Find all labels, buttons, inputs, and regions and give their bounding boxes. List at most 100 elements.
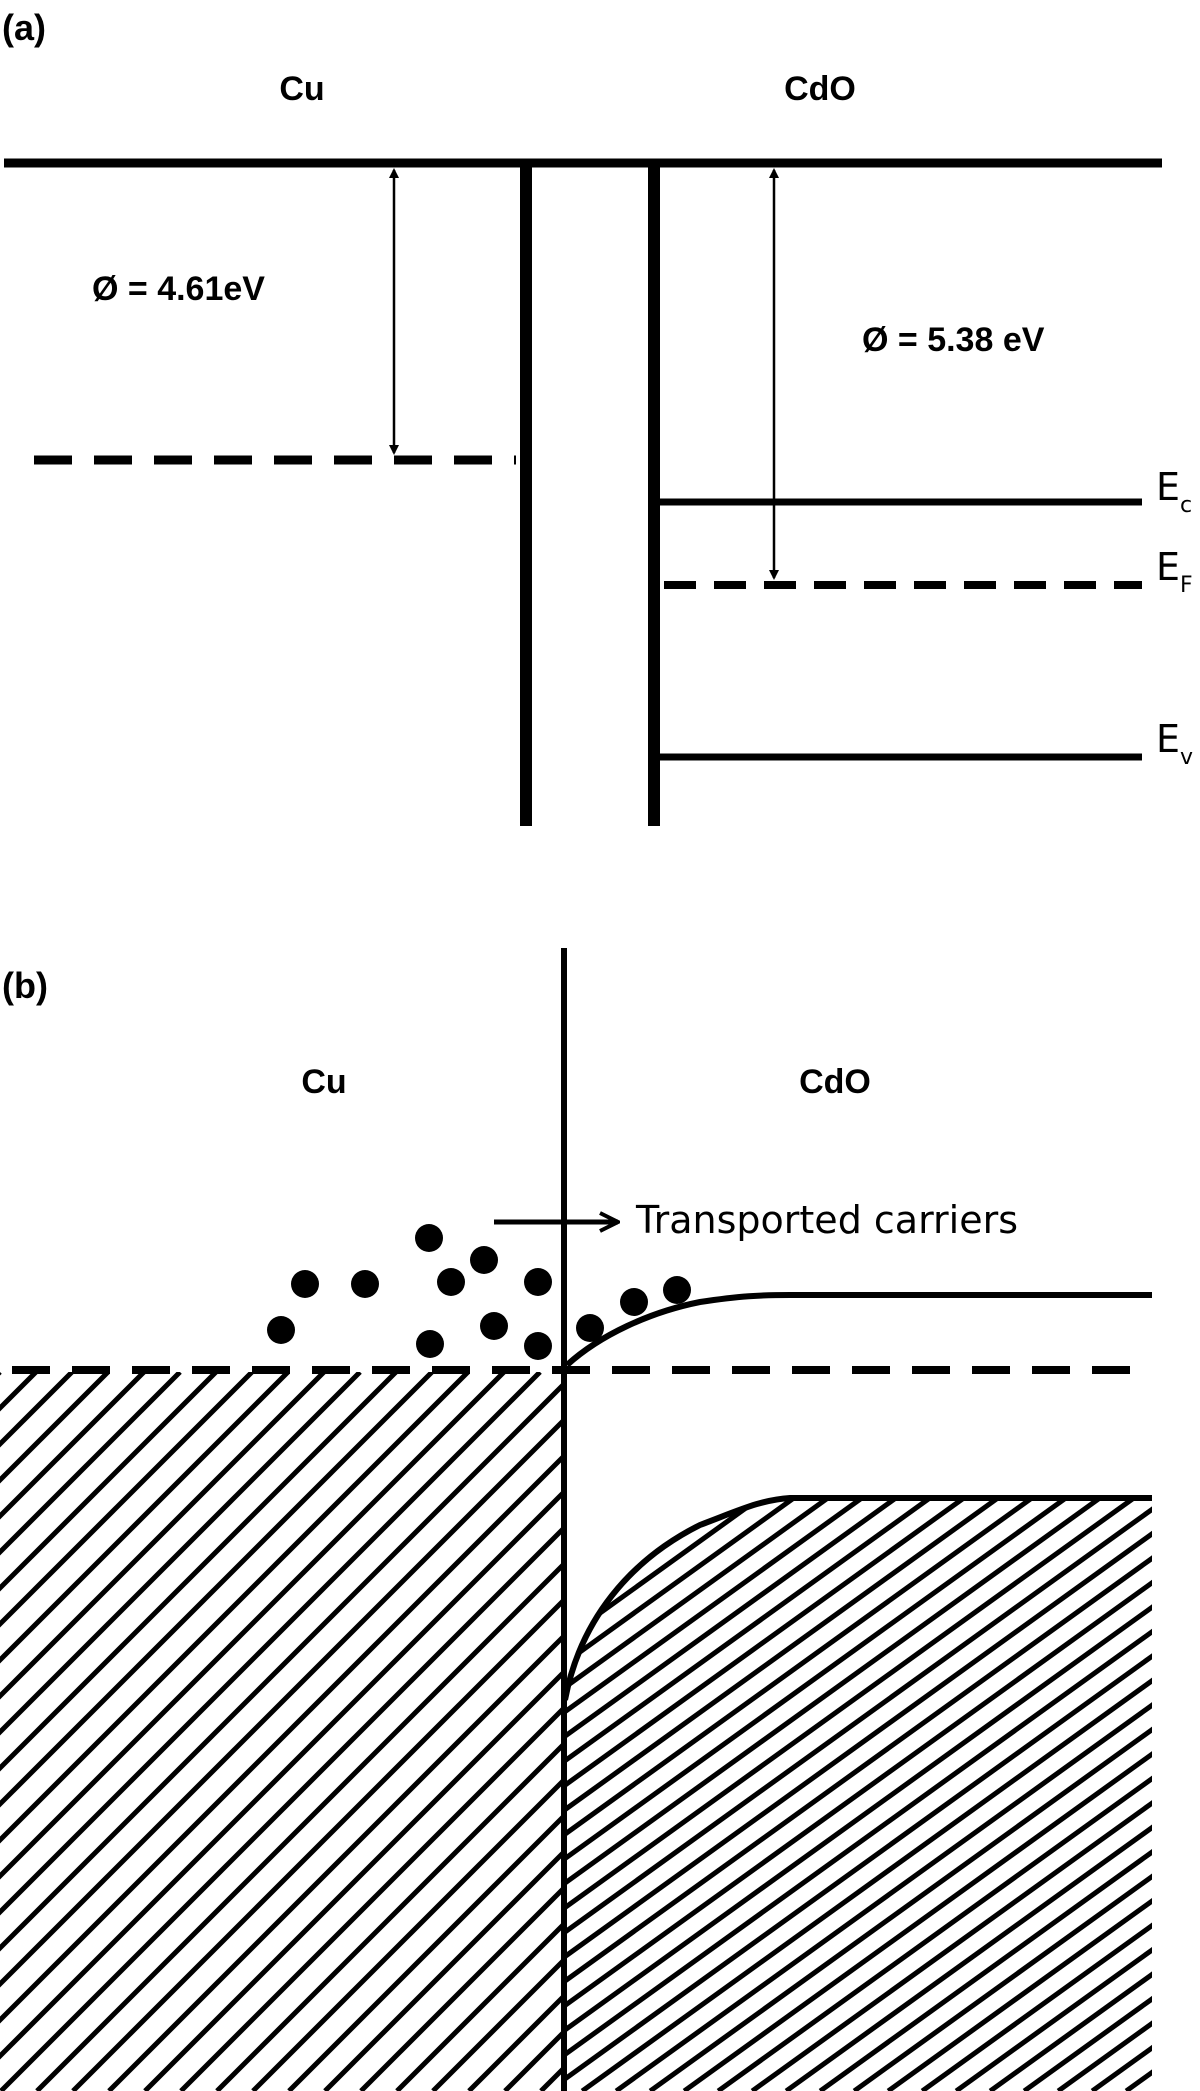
hatch-line bbox=[580, 1498, 1152, 2091]
valence-band-label-sub: v bbox=[1180, 745, 1193, 770]
hatch-line bbox=[0, 1372, 562, 2091]
valence-band-label: E v bbox=[1156, 717, 1193, 770]
hatch-line bbox=[565, 1498, 1152, 2091]
hatch-line bbox=[565, 1498, 902, 2091]
hatch-line bbox=[565, 1498, 1140, 2091]
hatch-line bbox=[0, 1372, 562, 2091]
hatch-line bbox=[1160, 1495, 1200, 2091]
hatch-line bbox=[0, 1372, 290, 2091]
hatch-line bbox=[565, 1498, 1072, 2091]
hatch-line bbox=[1124, 1498, 1152, 2091]
hatch-line bbox=[0, 1372, 254, 2091]
hatch-line bbox=[648, 1498, 1152, 2091]
hatch-line bbox=[920, 1498, 1152, 2091]
hatch-line bbox=[750, 1498, 1152, 2091]
hatch-line bbox=[179, 1372, 562, 2091]
hatch-line bbox=[784, 1498, 1152, 2091]
hatch-line bbox=[143, 1372, 562, 2091]
conduction-band-label: E c bbox=[1156, 465, 1192, 518]
carrier-dot bbox=[351, 1270, 379, 1298]
hatch-line bbox=[565, 1498, 630, 2091]
hatch-line bbox=[0, 1372, 562, 2091]
hatch-line bbox=[614, 1498, 1152, 2091]
hatch-line bbox=[0, 1372, 470, 2091]
hatch-line bbox=[565, 1498, 800, 2091]
hatch-line bbox=[359, 1372, 562, 2091]
hatch-line bbox=[251, 1372, 562, 2091]
hatch-line bbox=[818, 1498, 1152, 2091]
hatch-line bbox=[395, 1372, 562, 2091]
hatch-line bbox=[565, 1498, 1152, 2091]
panel-b-tag: (b) bbox=[2, 965, 48, 1006]
hatch-line bbox=[565, 1498, 970, 2091]
hatch-line bbox=[323, 1372, 562, 2091]
hatch-line bbox=[565, 1498, 1106, 2091]
hatch-line bbox=[287, 1372, 562, 2091]
hatch-line bbox=[886, 1498, 1152, 2091]
hatch-line bbox=[0, 1372, 562, 2091]
hatch-line bbox=[0, 1372, 326, 2091]
hatch-line bbox=[852, 1498, 1152, 2091]
fermi-level-label-main: E bbox=[1156, 545, 1180, 589]
panel-a-metal-label: Cu bbox=[279, 70, 324, 108]
hatch-line bbox=[0, 1372, 110, 2091]
hatch-line bbox=[0, 1372, 218, 2091]
panel-b: (b) Cu CdO bbox=[0, 948, 1200, 2091]
fermi-level-label-sub: F bbox=[1180, 573, 1193, 598]
hatch-line bbox=[35, 1372, 562, 2091]
carrier-dot bbox=[620, 1288, 648, 1316]
hatch-line bbox=[682, 1498, 1152, 2091]
hatch-line bbox=[0, 1372, 562, 2091]
hatch-line bbox=[107, 1372, 562, 2091]
hatch-line bbox=[0, 1372, 434, 2091]
conduction-band-label-sub: c bbox=[1180, 493, 1192, 518]
semiconductor-work-function-label: Ø = 5.38 eV bbox=[862, 321, 1045, 359]
hatch-line bbox=[0, 1372, 146, 2091]
hatch-line bbox=[565, 1498, 1152, 2091]
carrier-dot bbox=[663, 1276, 691, 1304]
hatch-line bbox=[0, 1372, 362, 2091]
hatch-line bbox=[0, 1372, 182, 2091]
hatch-line bbox=[0, 1372, 506, 2091]
hatch-line bbox=[0, 1372, 38, 2091]
hatch-line bbox=[565, 1498, 936, 2091]
carrier-dot bbox=[416, 1330, 444, 1358]
carrier-dot bbox=[480, 1312, 508, 1340]
hatch-line bbox=[565, 1498, 868, 2091]
carrier-dot bbox=[524, 1332, 552, 1360]
panel-b-semiconductor-label: CdO bbox=[799, 1063, 871, 1101]
hatch-line bbox=[716, 1498, 1152, 2091]
carrier-dot bbox=[470, 1246, 498, 1274]
carrier-dot bbox=[291, 1270, 319, 1298]
carrier-dot bbox=[415, 1224, 443, 1252]
carrier-dot bbox=[524, 1268, 552, 1296]
hatch-line bbox=[431, 1372, 562, 2091]
valence-band-curve bbox=[562, 1495, 1152, 1701]
valence-band-label-main: E bbox=[1156, 717, 1180, 761]
panel-a-tag: (a) bbox=[2, 7, 46, 48]
metal-filled-states-hatch bbox=[0, 1372, 562, 2091]
carrier-dot bbox=[576, 1314, 604, 1342]
fermi-level-label: E F bbox=[1156, 545, 1193, 598]
hatch-line bbox=[988, 1498, 1152, 2091]
semiconductor-valence-hatch bbox=[565, 1495, 1200, 2091]
hatch-line bbox=[565, 1498, 1152, 2091]
carrier-flow-label: Transported carriers bbox=[635, 1198, 1018, 1242]
conduction-band-label-main: E bbox=[1156, 465, 1180, 509]
hatch-line bbox=[565, 1498, 1038, 2091]
hatch-line bbox=[71, 1372, 562, 2091]
panel-a-semiconductor-label: CdO bbox=[784, 70, 856, 108]
hatch-line bbox=[215, 1372, 562, 2091]
hatch-line bbox=[565, 1498, 1152, 2091]
panel-b-metal-label: Cu bbox=[301, 1063, 346, 1101]
panel-a: (a) Cu CdO Ø = 4.61eV Ø = 5.38 eV E c E … bbox=[2, 7, 1193, 826]
hatch-line bbox=[954, 1498, 1152, 2091]
hatch-line bbox=[565, 1498, 1152, 2091]
carrier-dots bbox=[267, 1224, 691, 1360]
hatch-line bbox=[0, 1372, 542, 2091]
hatch-line bbox=[565, 1498, 766, 2091]
carrier-dot bbox=[437, 1268, 465, 1296]
carrier-dot bbox=[267, 1316, 295, 1344]
conduction-band-curve bbox=[564, 1292, 1152, 1368]
